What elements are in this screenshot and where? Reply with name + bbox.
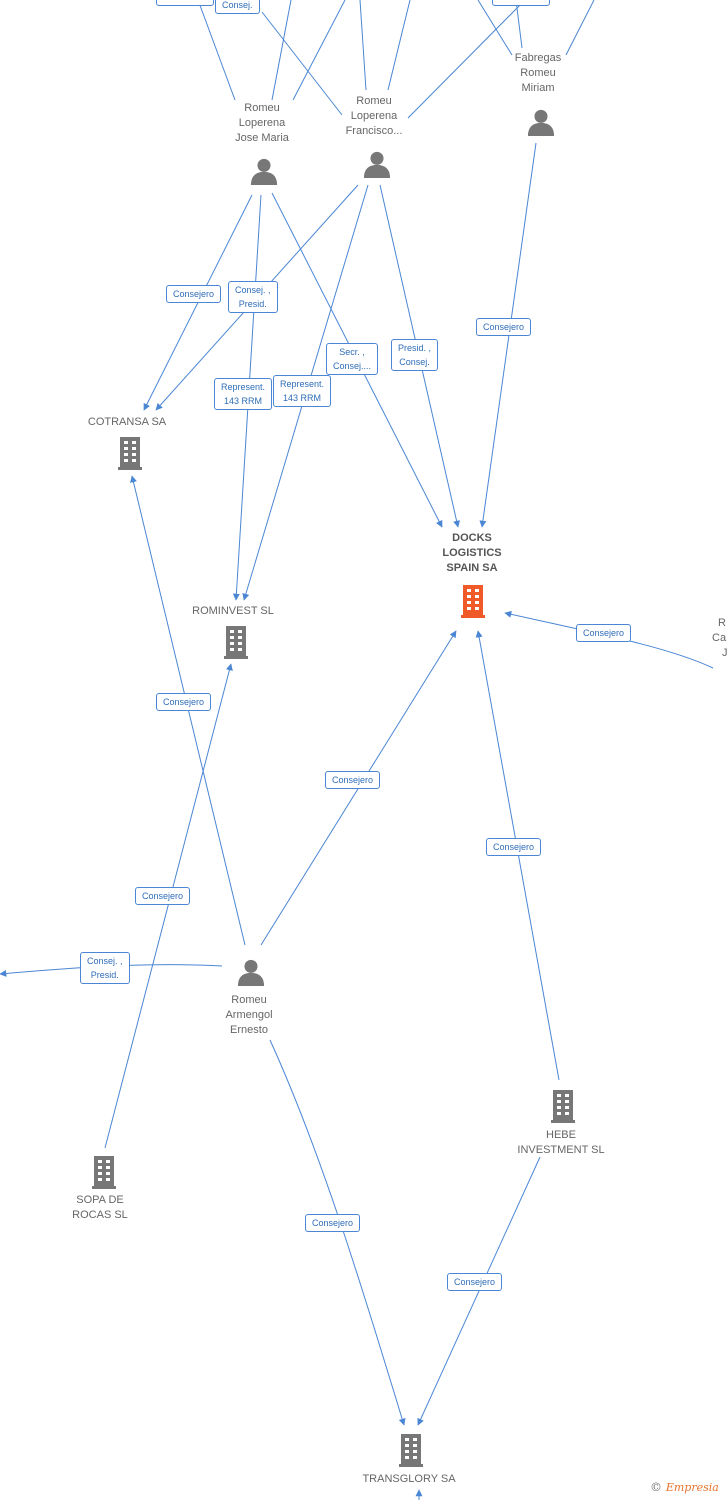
hebe-building-icon[interactable] [551,1090,575,1123]
edge [417,1156,541,1426]
rominvest-building-icon[interactable] [224,626,248,659]
edge-label-francisco-rominvest[interactable]: Represent. 143 RRM [273,375,332,407]
jose-person-icon[interactable] [250,158,278,185]
edge-label-jose-rominvest[interactable]: Represent. 143 RRM [214,378,273,410]
edge [359,0,367,91]
edge [197,0,236,101]
edge-label-ernesto-cotransa[interactable]: Consejero [156,693,212,711]
edge [504,610,714,669]
edge-label-fabregas-docks[interactable]: Consejero [476,318,532,336]
edge [261,11,343,116]
edge [104,663,233,1149]
node-label-fabregas[interactable]: Fabregas Romeu Miriam [514,52,562,94]
node-label-hebe[interactable]: HEBE INVESTMENT SL [517,1129,605,1156]
edge-label-francisco-docks-presid[interactable]: Presid. , Consej. [391,339,439,371]
edge-label-hebe-transglory[interactable]: Consejero [447,1273,503,1291]
edge [407,0,526,119]
node-label-transglory[interactable]: TRANSGLORY SA [362,1473,456,1485]
francisco-person-icon[interactable] [363,151,391,178]
node-label-francisco[interactable]: Romeu Loperena Francisco... [345,95,403,137]
edge [477,0,513,56]
sopa-building-icon[interactable] [92,1156,116,1189]
node-label-right-cut[interactable]: R Ca J [712,617,728,659]
node-label-rominvest[interactable]: ROMINVEST SL [192,605,274,617]
edge-label-top-left-cut [156,0,214,6]
edge [271,0,292,101]
empresia-watermark[interactable]: © Empresia [650,1480,719,1494]
edge-label-ernesto-left[interactable]: Consej. , Presid. [80,952,130,984]
edge-label-francisco-docks-secr[interactable]: Secr. , Consej.... [326,343,379,375]
node-label-ernesto[interactable]: Romeu Armengol Ernesto [225,994,273,1036]
node-label-docks[interactable]: DOCKS LOGISTICS SPAIN SA [442,532,502,574]
edge-label-right-docks[interactable]: Consejero [576,624,632,642]
cotransa-building-icon[interactable] [118,437,142,470]
copyright-icon: © [650,1480,662,1494]
brand-name: Empresia [665,1481,719,1494]
edge [269,1039,406,1426]
edge-label-hebe-docks[interactable]: Consejero [486,838,542,856]
edge [387,0,411,91]
node-label-sopa[interactable]: SOPA DE ROCAS SL [72,1194,128,1221]
edge-label-sopa-rominvest[interactable]: Consejero [135,887,191,905]
ernesto-person-icon[interactable] [237,959,265,986]
docks-building-icon[interactable] [461,585,485,618]
edge [565,0,595,56]
edge-label-ernesto-docks[interactable]: Consejero [325,771,381,789]
edge-label-top-right-cut [492,0,550,6]
edge-label-ernesto-transglory[interactable]: Consejero [305,1214,361,1232]
edge [292,0,346,101]
edge-label-top-consej[interactable]: Consej. [215,0,260,14]
edge [515,0,523,49]
fabregas-person-icon[interactable] [527,109,555,136]
node-label-cotransa[interactable]: COTRANSA SA [87,416,167,428]
edge-label-francisco-cotransa[interactable]: Consej. , Presid. [228,281,278,313]
node-label-jose[interactable]: Romeu Loperena Jose Maria [235,102,289,144]
edge-label-jose-cotransa[interactable]: Consejero [166,285,222,303]
transglory-building-icon[interactable] [399,1434,423,1467]
